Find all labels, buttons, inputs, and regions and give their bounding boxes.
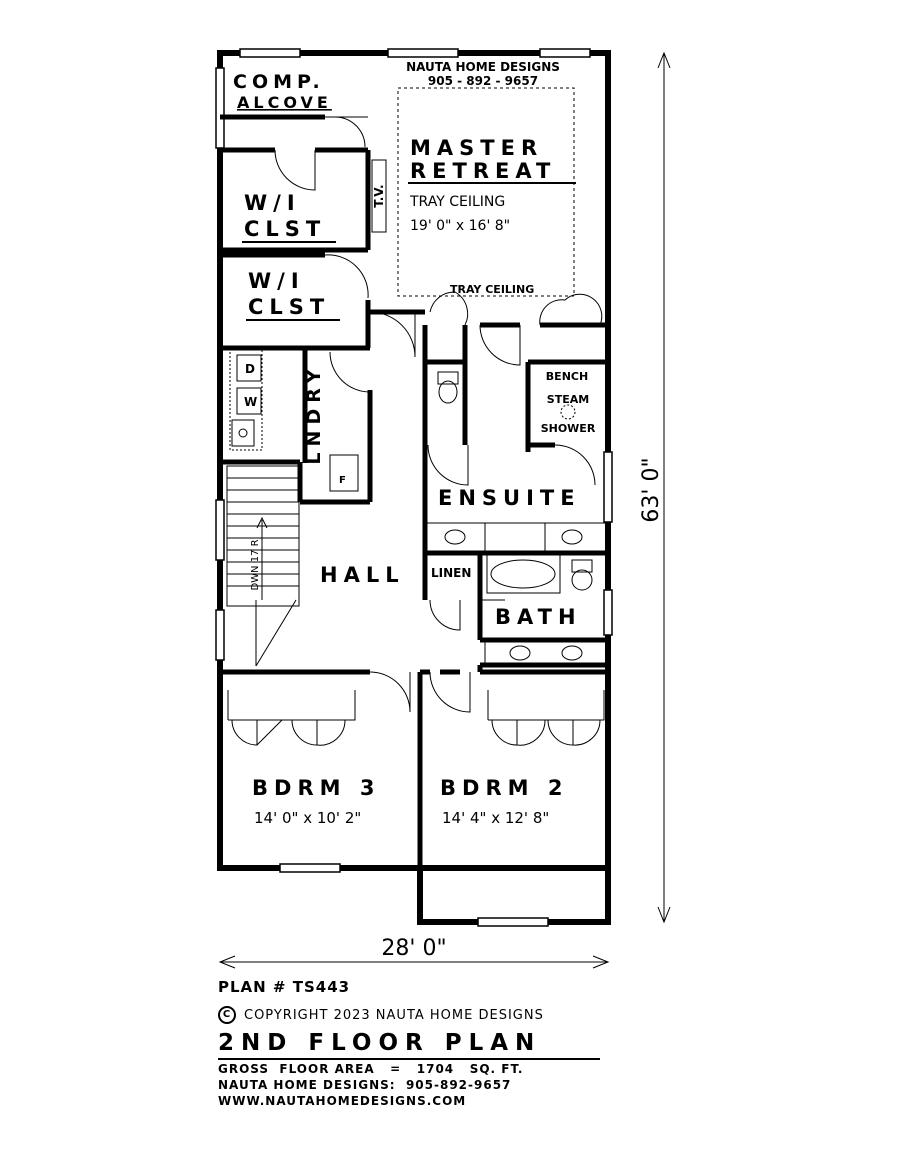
company-name: NAUTA HOME DESIGNS (406, 60, 560, 74)
tray-ceiling-outline (397, 87, 575, 297)
steam-label-1: STEAM (547, 393, 589, 406)
copyright-text: COPYRIGHT 2023 NAUTA HOME DESIGNS (244, 1007, 544, 1023)
bdrm3-label: BDRM 3 (252, 776, 380, 800)
stairs (226, 465, 300, 667)
bdrm2-label: BDRM 2 (440, 776, 568, 800)
windows (215, 48, 613, 927)
tv-label: T.V. (372, 184, 386, 207)
bath-label: BATH (495, 605, 582, 629)
washer-label: W (244, 395, 257, 409)
depth-dimension: 63' 0" (639, 457, 664, 522)
width-dimension: 28' 0" (381, 936, 446, 961)
plan-title: 2ND FLOOR PLAN (218, 1030, 600, 1060)
master-label-1: MASTER (410, 136, 543, 160)
wic2-label-2: CLST (248, 295, 330, 319)
steam-label-2: SHOWER (541, 422, 596, 435)
comp-alcove-label-1: COMP. (233, 71, 325, 93)
copyright-line: C COPYRIGHT 2023 NAUTA HOME DESIGNS (218, 1006, 638, 1024)
dimension-lines (218, 51, 671, 969)
linen-label: LINEN (431, 566, 471, 580)
shower-icon (560, 404, 576, 420)
wic2-label-1: W/I (248, 269, 305, 293)
contact-line: NAUTA HOME DESIGNS: 905-892-9657 (218, 1078, 512, 1092)
ensuite-label: ENSUITE (438, 486, 581, 510)
dryer-label: D (245, 362, 255, 376)
bath-counter (484, 554, 609, 666)
comp-alcove-label-2: ALCOVE (237, 93, 332, 112)
master-label-2: RETREAT (410, 159, 556, 183)
stair-label: DWN 17 R (250, 539, 261, 590)
floor-area: GROSS FLOOR AREA = 1704 SQ. FT. (218, 1062, 524, 1076)
laundry-label: LNDRY (303, 363, 325, 464)
floor-plan: NAUTA HOME DESIGNS 905 - 892 - 9657 COMP… (215, 48, 671, 969)
doors (227, 116, 605, 746)
ensuite-counter (424, 522, 609, 554)
copyright-icon: C (218, 1006, 236, 1024)
plan-number: PLAN # TS443 (218, 978, 351, 996)
master-tray-note: TRAY CEILING (409, 194, 505, 210)
toilet-icon (437, 371, 459, 404)
laundry-fixtures (229, 159, 387, 492)
website-line: WWW.NAUTAHOMEDESIGNS.COM (218, 1094, 467, 1108)
master-size: 19' 0" x 16' 8" (410, 218, 510, 234)
wic1-label-1: W/I (244, 191, 301, 215)
bench-label: BENCH (546, 370, 588, 383)
wic1-label-2: CLST (244, 217, 326, 241)
furnace-label: F (339, 475, 346, 486)
company-phone: 905 - 892 - 9657 (428, 74, 538, 88)
hall-label: HALL (320, 563, 405, 587)
tray-ceiling-label: TRAY CEILING (450, 283, 534, 296)
bdrm3-size: 14' 0" x 10' 2" (254, 809, 361, 827)
title-block: PLAN # TS443 C COPYRIGHT 2023 NAUTA HOME… (218, 978, 638, 1108)
bdrm2-size: 14' 4" x 12' 8" (442, 809, 549, 827)
